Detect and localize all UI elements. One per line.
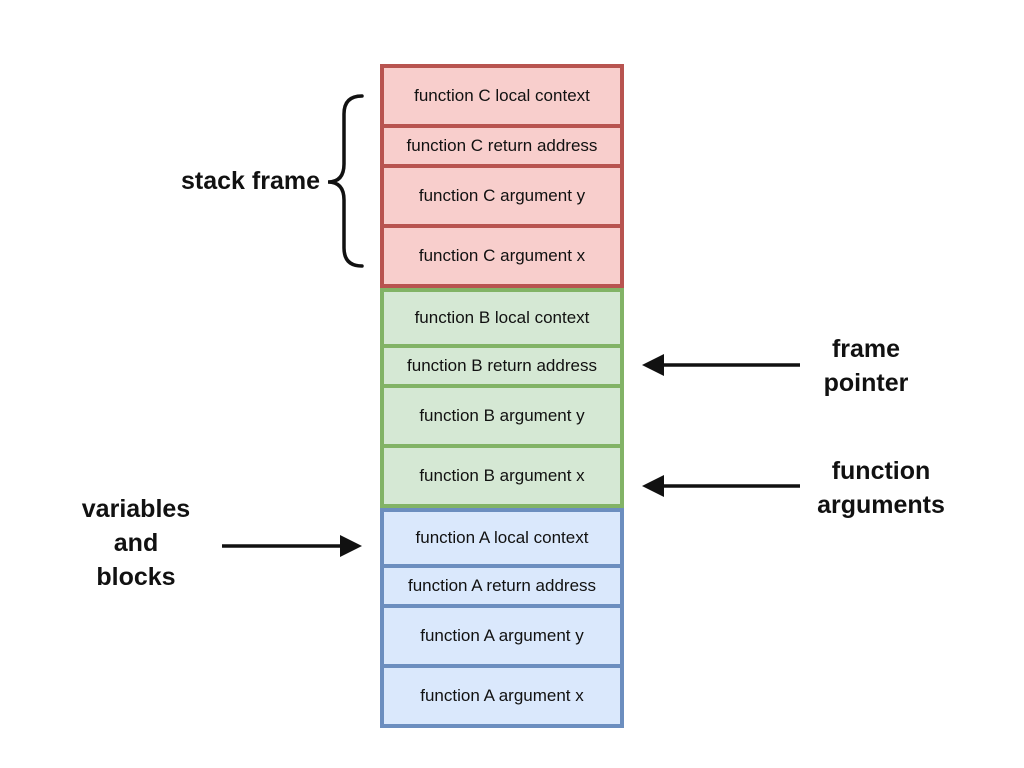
function-c-argument-y: function C argument y: [380, 164, 624, 228]
function-c-return-address: function C return address: [380, 124, 624, 168]
function-arguments-arrow: [642, 475, 800, 497]
variables-and-blocks-label-line1: variables: [81, 495, 191, 523]
function-a-local-context: function A local context: [380, 508, 624, 568]
function-a-return-address: function A return address: [380, 564, 624, 608]
function-b-argument-y: function B argument y: [380, 384, 624, 448]
stack-frame-brace: [327, 94, 364, 268]
variables-and-blocks-label-line3: blocks: [96, 563, 176, 591]
frame-pointer-label: frame pointer: [800, 332, 932, 400]
stack-frame-label: stack frame: [181, 167, 320, 195]
frame-pointer-arrow: [642, 354, 800, 376]
frame-pointer-label-line2: pointer: [823, 369, 909, 397]
variables-and-blocks-label-line2: and: [113, 529, 159, 557]
function-a-argument-y: function A argument y: [380, 604, 624, 668]
function-b-argument-x: function B argument x: [380, 444, 624, 508]
function-b-local-context: function B local context: [380, 288, 624, 348]
function-arguments-label: function arguments: [800, 454, 962, 522]
function-arguments-label-line2: arguments: [817, 491, 945, 519]
frame-pointer-label-line1: frame: [831, 335, 901, 363]
function-arguments-label-line1: function: [831, 457, 931, 485]
function-c-local-context: function C local context: [380, 64, 624, 128]
function-c-argument-x: function C argument x: [380, 224, 624, 288]
function-a-argument-x: function A argument x: [380, 664, 624, 728]
function-b-return-address: function B return address: [380, 344, 624, 388]
variables-and-blocks-label: variables and blocks: [62, 492, 210, 594]
variables-and-blocks-arrow: [222, 535, 362, 557]
